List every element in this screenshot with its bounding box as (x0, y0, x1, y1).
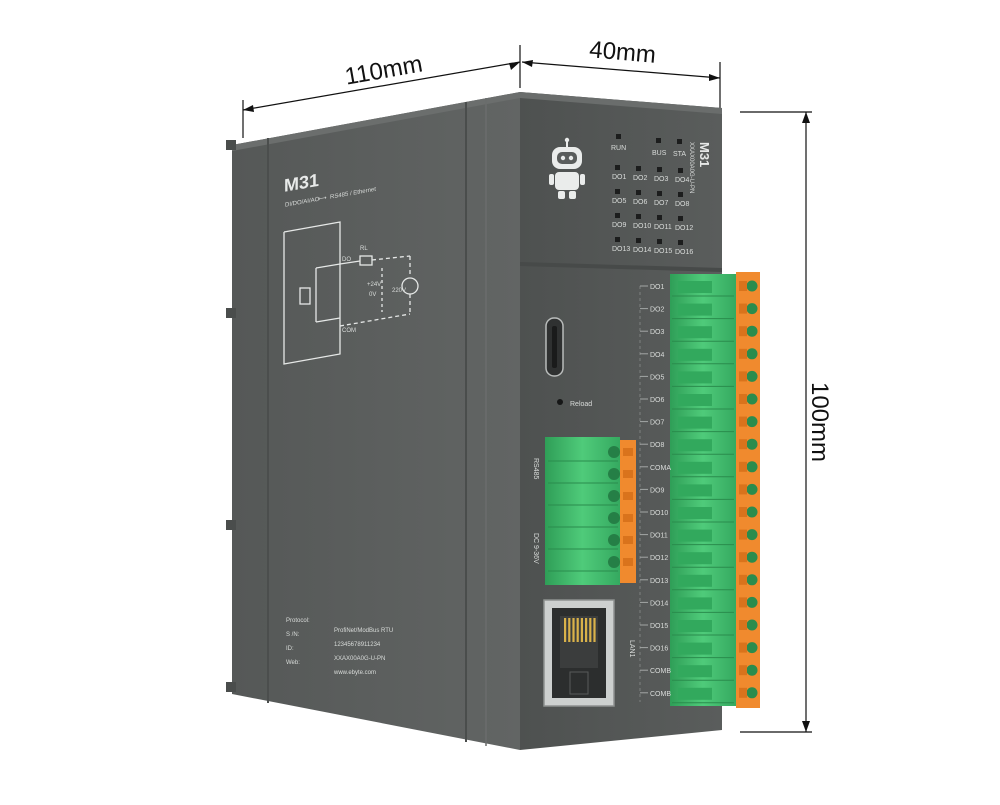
front-model: M31 (697, 142, 712, 167)
do-led-label: DO11 (654, 224, 672, 231)
info-value-id: XXAX00A0G-U-PN (334, 656, 385, 662)
terminal-label: DO3 (650, 329, 665, 336)
led-sta (677, 139, 682, 144)
rs485-label: RS485 (532, 458, 539, 480)
do-terminal-block[interactable] (670, 272, 760, 708)
info-block: Protocol: S /N: ID: Web: ProfiNet/ModBus… (286, 618, 393, 676)
reload-button[interactable] (557, 399, 563, 405)
do-led (636, 214, 641, 219)
height-label: 100mm (806, 382, 833, 462)
robot-logo-icon (549, 137, 585, 199)
terminal-label: DO8 (650, 442, 665, 449)
info-value-protocol: ProfiNet/ModBus RTU (334, 628, 393, 634)
side-arrow: ⟷ (318, 195, 327, 203)
terminal-label: DO6 (650, 397, 665, 404)
do-led (615, 213, 620, 218)
do-led-label: DO16 (675, 249, 693, 256)
do-led (657, 239, 662, 244)
terminal-label: DO12 (650, 555, 668, 562)
terminal-label: DO9 (650, 487, 665, 494)
info-key-id: ID: (286, 646, 294, 652)
diagram-do: DO (342, 257, 351, 263)
led-bus (656, 138, 661, 143)
reload-label: Reload (570, 401, 592, 408)
terminal-label: DO1 (650, 284, 665, 291)
side-panel: M31 DI/DO/AI/AO ⟷ RS485 / Ethernet DO RL… (226, 92, 520, 750)
wiring-diagram (283, 221, 419, 365)
do-led (615, 165, 620, 170)
do-led-label: DO14 (633, 247, 651, 254)
terminal-label: DO7 (650, 420, 665, 427)
do-led (636, 238, 641, 243)
diagram-220v: 220V (392, 288, 406, 294)
info-key-sn: S /N: (286, 632, 300, 638)
width-label: 110mm (343, 51, 425, 91)
terminal-label: DO5 (650, 374, 665, 381)
do-led-label: DO15 (654, 248, 672, 255)
terminal-label: COMB (650, 668, 671, 675)
led-bus-label: BUS (652, 150, 667, 157)
led-run-label: RUN (611, 145, 626, 152)
terminal-label: DO14 (650, 600, 668, 607)
info-value-web: www.ebyte.com (333, 670, 376, 676)
terminal-label: DO4 (650, 352, 665, 359)
terminal-label: COMB (650, 691, 671, 698)
info-value-sn: 12345678911234 (334, 642, 381, 648)
do-led (657, 191, 662, 196)
do-led (678, 192, 683, 197)
dimension-depth: 40mm (521, 36, 721, 108)
terminal-label: DO10 (650, 510, 668, 517)
status-leds: RUN BUS STA (611, 134, 686, 158)
dimension-height: 100mm (740, 111, 833, 733)
do-led (615, 189, 620, 194)
terminal-label: DO11 (650, 533, 668, 540)
rs485-power-terminal[interactable] (545, 437, 636, 585)
lan-port[interactable] (543, 599, 615, 707)
do-led (657, 215, 662, 220)
info-key-web: Web: (286, 660, 300, 666)
do-led-label: DO3 (654, 176, 669, 183)
do-led (636, 166, 641, 171)
do-led-label: DO9 (612, 222, 627, 229)
do-led-label: DO12 (675, 225, 693, 232)
terminal-label: DO2 (650, 307, 665, 314)
terminal-label: DO16 (650, 646, 668, 653)
terminal-label: DO15 (650, 623, 668, 630)
do-led-label: DO10 (633, 223, 651, 230)
depth-label: 40mm (588, 36, 657, 69)
power-label: DC 9-36V (532, 533, 539, 564)
diagram-com: COM (342, 328, 356, 334)
terminal-label: DO13 (650, 578, 668, 585)
do-led (678, 168, 683, 173)
lan-label: LAN1 (628, 640, 635, 658)
diagram-0v: 0V (369, 292, 376, 298)
do-led-label: DO1 (612, 174, 627, 181)
do-led (678, 240, 683, 245)
do-led-label: DO2 (633, 175, 648, 182)
do-led-label: DO4 (675, 177, 690, 184)
do-led-label: DO7 (654, 200, 669, 207)
do-led-label: DO13 (612, 246, 630, 253)
do-led (678, 216, 683, 221)
diagram-rl: RL (360, 246, 368, 252)
terminal-label: COMA (650, 465, 671, 472)
do-led (615, 237, 620, 242)
do-led-label: DO6 (633, 199, 648, 206)
do-led-label: DO5 (612, 198, 627, 205)
do-led (636, 190, 641, 195)
led-run (616, 134, 621, 139)
front-model-code: XXAX00A0G-U-PN (688, 142, 694, 193)
info-key-protocol: Protocol: (286, 618, 310, 624)
do-led (657, 167, 662, 172)
diagram-24v: +24V (367, 282, 381, 288)
led-sta-label: STA (673, 151, 686, 158)
do-led-label: DO8 (675, 201, 690, 208)
